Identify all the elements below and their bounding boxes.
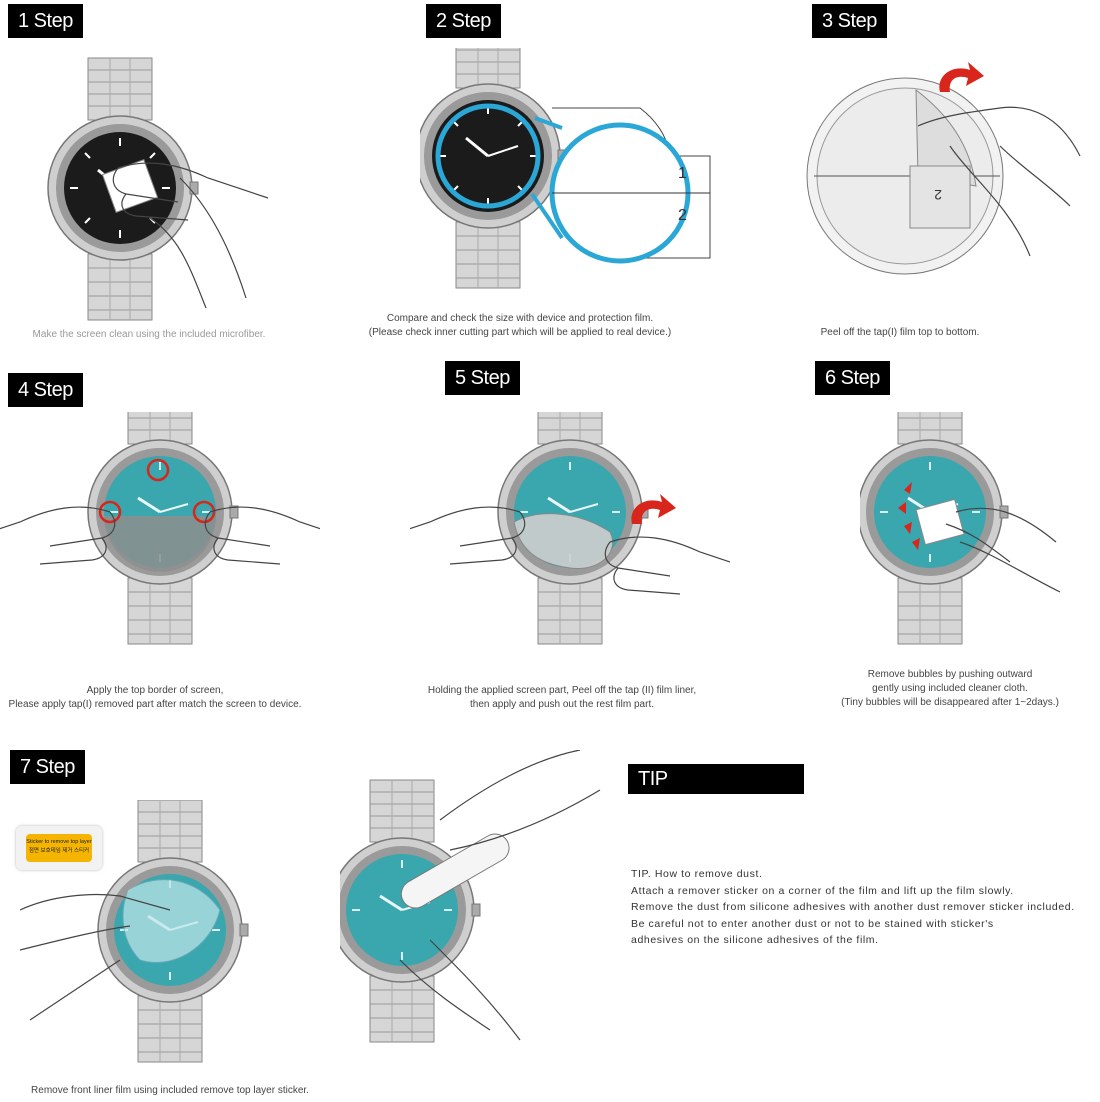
hand-icon [112,162,269,309]
tip-line: adhesives on the silicone adhesives of t… [631,934,879,947]
circle-marker-icon [98,500,122,524]
size-mark-1: 1 [678,165,687,182]
tip-label: TIP [628,764,804,794]
step-7-illustration-right [340,750,601,1043]
circle-marker-icon [146,458,170,482]
circle-marker-icon [192,500,216,524]
step-2-label: 2 Step [426,4,501,38]
step-3-caption: Peel off the tap(I) film top to bottom. [820,327,980,338]
step-5-illustration [410,412,730,645]
tip-line: Attach a remover sticker on a corner of … [631,884,1014,897]
step-4-illustration [0,412,320,645]
remove-sticker-card: Sticker to remove top layer 점면 보호테잎 제거 스… [16,826,102,870]
tip-text: TIP. How to remove dust. Attach a remove… [631,866,1075,949]
hand-icon [945,507,1061,593]
hand-icon [20,893,171,1021]
hand-icon [917,106,1081,257]
tip-line: Be careful not to enter another dust or … [631,917,994,930]
step-6-caption: Remove bubbles by pushing outward gently… [841,669,1059,708]
step-7-label: 7 Step [10,750,85,784]
cloth-icon [101,159,159,213]
step-2-illustration: 1 2 [420,48,711,289]
hand-icon [399,750,601,1041]
step-4-caption: Apply the top border of screen, Please a… [8,685,302,710]
curved-arrow-icon [939,62,984,92]
step-7-caption: Remove front liner film using included r… [31,1085,309,1096]
step-1-illustration [47,57,269,321]
film-mark-2: 2 [934,187,942,203]
step-5-label: 5 Step [445,361,520,395]
size-mark-2: 2 [678,207,687,224]
step-6-illustration [860,412,1061,645]
remove-sticker: Sticker to remove top layer 점면 보호테잎 제거 스… [26,834,92,862]
step-5-caption: Holding the applied screen part, Peel of… [427,685,697,710]
step-3-label: 3 Step [812,4,887,38]
step-6-label: 6 Step [815,361,890,395]
tip-line: TIP. How to remove dust. [631,868,763,880]
step-3-illustration: 2 [806,62,1081,275]
step-1-caption: Make the screen clean using the included… [32,329,266,340]
step-1-label: 1 Step [8,4,83,38]
step-4-label: 4 Step [8,373,83,407]
tip-line: Remove the dust from silicone adhesives … [631,901,1075,914]
step-7-illustration-left [20,800,249,1063]
cloth-icon [915,498,965,546]
step-2-caption: Compare and check the size with device a… [368,313,672,338]
